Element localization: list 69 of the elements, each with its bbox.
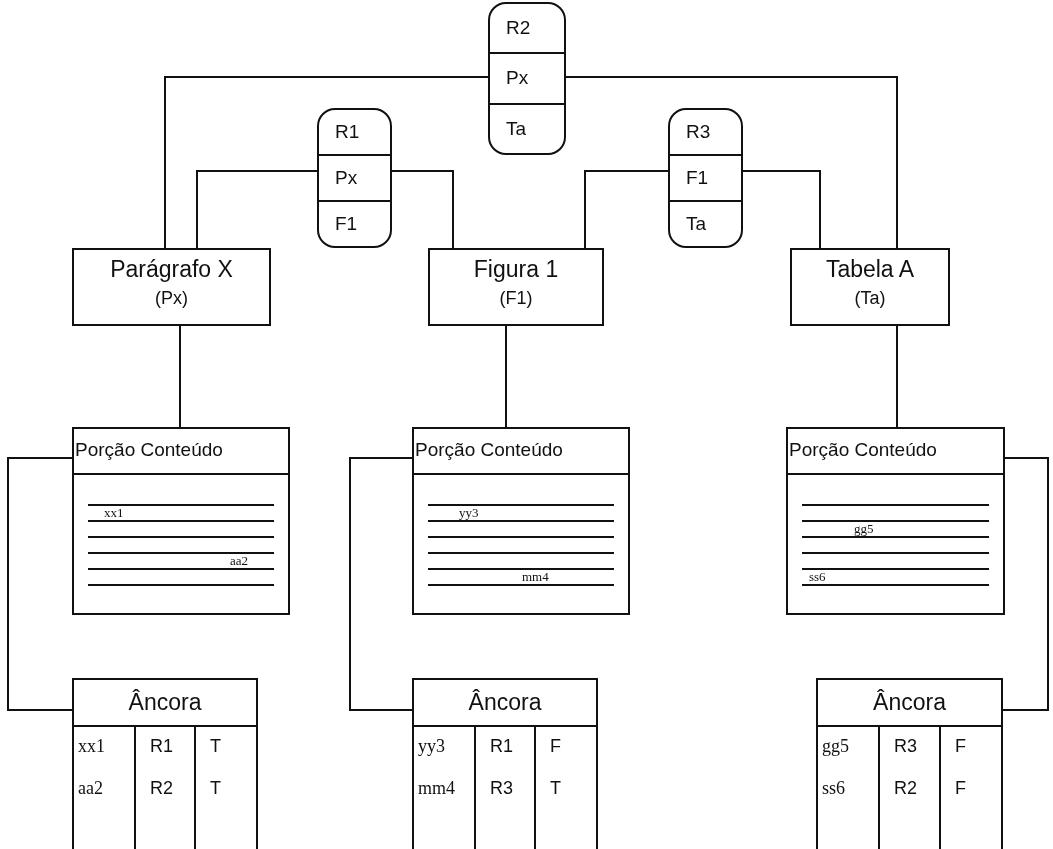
connector-line [164, 76, 489, 249]
table-cell-text: T [210, 778, 221, 799]
table-cell-text: gg5 [822, 736, 849, 757]
element-title: Tabela A [824, 256, 916, 283]
table-cell-text: mm4 [418, 778, 455, 799]
anchor-mark: aa2 [228, 554, 251, 568]
table-cell-text: aa2 [78, 778, 103, 799]
table-cell-text: R1 [150, 736, 173, 757]
pill-row-label: Ta [490, 102, 564, 153]
element-title: Figura 1 [472, 256, 560, 283]
pill-header: R1 [334, 120, 361, 144]
connector-line [565, 76, 898, 249]
pill-row-label: Px [319, 154, 390, 200]
table-header: Âncora [414, 680, 596, 727]
table-header: Âncora [74, 680, 256, 727]
connector-line [196, 170, 318, 249]
connector-line [896, 325, 898, 428]
table-cell-text: F [955, 736, 966, 757]
relation-pill [668, 108, 743, 248]
content-box [786, 427, 1005, 615]
connector-line [742, 170, 821, 249]
table-header: Âncora [818, 680, 1001, 727]
table-cell-text: xx1 [78, 736, 105, 757]
table-cell-text: R3 [894, 736, 917, 757]
element-code: (F1) [498, 288, 534, 309]
element-title: Parágrafo X [109, 256, 234, 283]
relation-pill [317, 108, 392, 248]
pill-header: R3 [685, 120, 712, 144]
connector-line [505, 325, 507, 428]
content-box [72, 427, 290, 615]
connector-line [391, 170, 454, 249]
anchor-table [412, 678, 598, 849]
table-cell-text: ss6 [822, 778, 845, 799]
anchor-mark: mm4 [520, 570, 551, 584]
table-cell-text: T [550, 778, 561, 799]
anchor-mark: ss6 [807, 570, 828, 584]
table-cell-text: F [955, 778, 966, 799]
content-header: Porção Conteúdo [414, 429, 628, 475]
connector-line [1002, 457, 1049, 711]
anchor-mark: xx1 [102, 506, 126, 520]
element-code: (Ta) [853, 288, 887, 309]
pill-row-label: F1 [670, 154, 741, 200]
table-cell-text: R3 [490, 778, 513, 799]
element-box [428, 248, 604, 326]
connector-line [584, 170, 669, 249]
pill-row-label: Ta [670, 200, 741, 246]
content-header: Porção Conteúdo [74, 429, 288, 475]
table-cell-text: F [550, 736, 561, 757]
table-cell-text: yy3 [418, 736, 445, 757]
anchor-table [72, 678, 258, 849]
connector-line [179, 325, 181, 428]
content-box [412, 427, 630, 615]
content-header: Porção Conteúdo [788, 429, 1003, 475]
connector-line [7, 457, 73, 711]
element-code: (Px) [154, 288, 189, 309]
anchor-table [816, 678, 1003, 849]
pill-row-label: Px [490, 52, 564, 103]
anchor-mark: gg5 [852, 522, 876, 536]
table-cell-text: R1 [490, 736, 513, 757]
relation-pill [488, 2, 566, 155]
element-box [790, 248, 950, 326]
pill-row-label: F1 [319, 200, 390, 246]
connector-line [349, 457, 413, 711]
table-cell-text: R2 [894, 778, 917, 799]
element-box [72, 248, 271, 326]
pill-header: R2 [505, 16, 532, 41]
table-cell-text: T [210, 736, 221, 757]
anchor-mark: yy3 [457, 506, 481, 520]
table-cell-text: R2 [150, 778, 173, 799]
